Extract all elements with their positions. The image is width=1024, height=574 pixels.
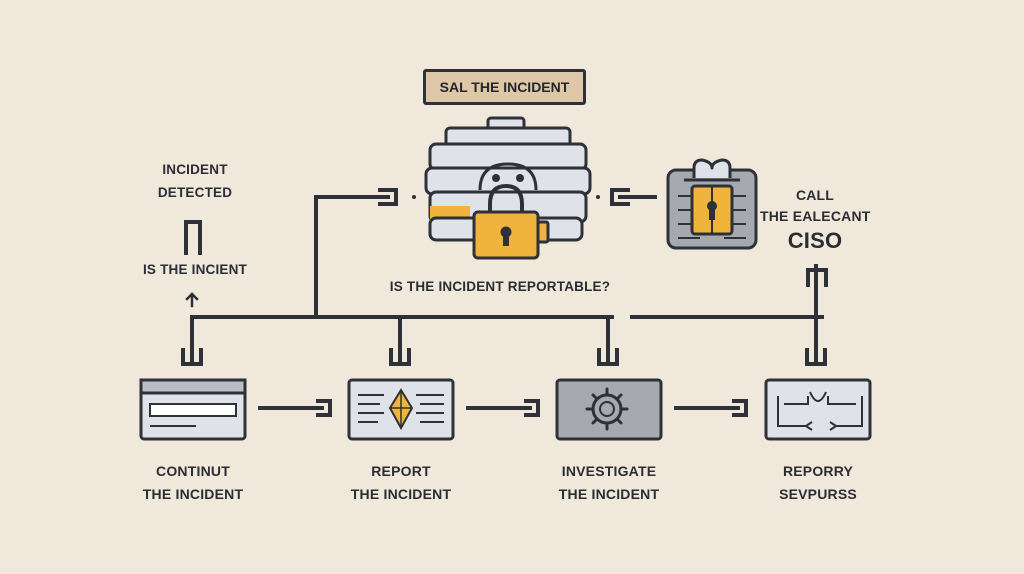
- hook-step-3: [597, 348, 619, 366]
- hook-into-server: [378, 188, 398, 206]
- up-connector-left: [184, 220, 202, 255]
- step-2-line2: THE INCIDENT: [350, 486, 452, 502]
- step-1-line2: THE INCIDENT: [142, 486, 244, 502]
- arrow-head-2: [524, 399, 540, 417]
- title-box: SAL THE INCIDENT: [423, 69, 586, 105]
- step-box-1: [139, 378, 247, 441]
- step-box-3: [555, 378, 663, 441]
- ciso-line1: CALL: [795, 187, 835, 203]
- server-lock-icon: [424, 116, 592, 260]
- ciso-lock-icon: [666, 158, 758, 250]
- step-4-line1: REPORRY: [782, 463, 854, 479]
- step-box-4: [764, 378, 872, 441]
- hook-step-4: [805, 348, 827, 366]
- ciso-line3: CISO: [787, 228, 843, 253]
- incident-detected-line2: DETECTED: [157, 185, 233, 200]
- step-1-line1: CONTINUT: [156, 463, 230, 479]
- incident-detected-line1: INCIDENT: [162, 162, 228, 177]
- up-arrow-small: [185, 292, 199, 308]
- is-the-incident-label: IS THE INCIENT: [142, 262, 248, 277]
- hook-step-1: [181, 348, 203, 366]
- riser-to-server: [314, 195, 390, 319]
- arrow-head-3: [732, 399, 748, 417]
- step-4-line2: SEVPURSS: [779, 486, 857, 502]
- connector-lines: [181, 188, 828, 417]
- arrow-head-1: [316, 399, 332, 417]
- question-label: IS THE INCIDENT REPORTABLE?: [389, 279, 611, 294]
- hook-ciso: [610, 188, 630, 206]
- step-3-line1: INVESTIGATE: [561, 463, 657, 479]
- title-text: SAL THE INCIDENT: [439, 79, 570, 95]
- hook-ciso-top: [806, 268, 828, 287]
- step-2-line1: REPORT: [371, 463, 431, 479]
- step-3-line2: THE INCIDENT: [558, 486, 660, 502]
- hook-step-2: [389, 348, 411, 366]
- ciso-line2: THE EALECANT: [760, 208, 871, 224]
- step-box-2: [347, 378, 455, 441]
